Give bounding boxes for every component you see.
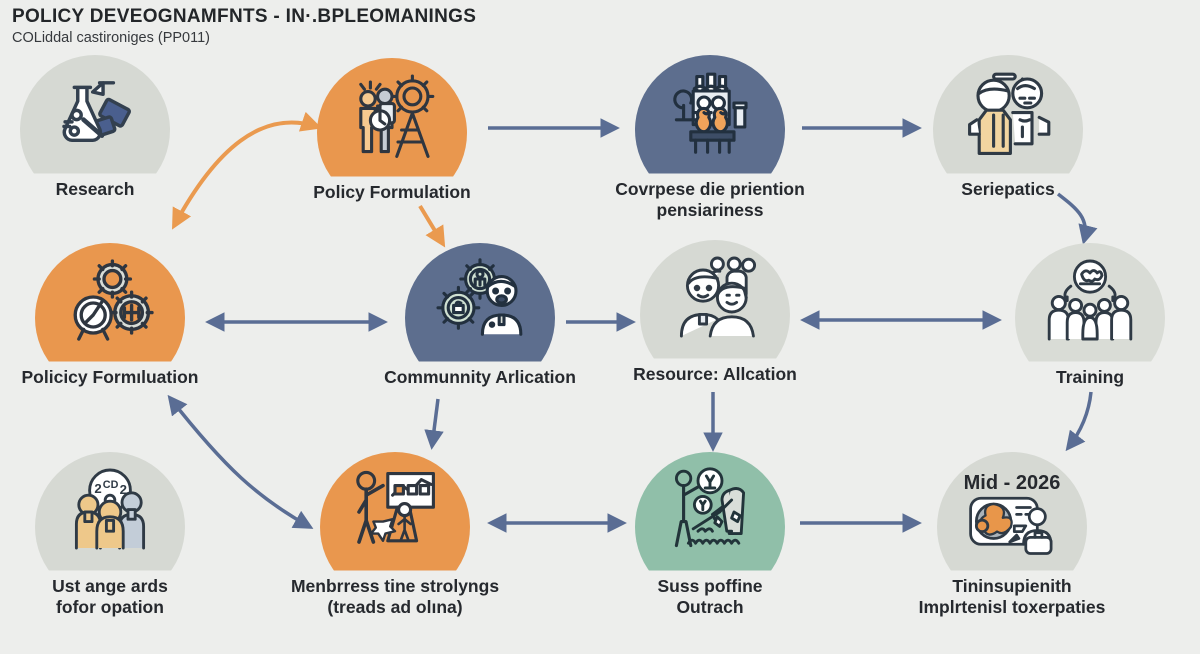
node-circle	[933, 55, 1083, 174]
node-circle	[635, 452, 785, 571]
node-research: Research	[20, 55, 170, 205]
node-tininsupienith: Mid - 2026 Tininsupienith	[919, 452, 1105, 617]
node-label: Policicy Formıluation	[21, 367, 199, 387]
factory-icon	[662, 67, 758, 163]
people-gear-tower-icon	[344, 70, 440, 166]
node-label: Ust ange ards fofor opation	[52, 576, 168, 617]
node-circle: Mid - 2026	[937, 452, 1087, 571]
node-label: Resource: Allcation	[633, 364, 797, 384]
node-circle	[405, 243, 555, 362]
page-subtitle: COLiddal castironiges (PP011)	[12, 30, 210, 46]
svg-text:2: 2	[94, 481, 101, 496]
node-label: Suss poffine Outrach	[657, 576, 763, 617]
svg-text:CD: CD	[103, 479, 119, 491]
node-covrpese: Covrpese die priention pensiariness	[615, 55, 805, 220]
gears-person-icon	[432, 255, 528, 351]
node-policicy-formulation: Policicy Formıluation	[22, 243, 198, 393]
node-circle	[320, 452, 470, 571]
idea-bubble-people-icon: 2 CD 2	[62, 464, 158, 560]
node-label: Tininsupienith Implrtenisl toxerpaties	[918, 576, 1106, 617]
milestone-badge: Mid - 2026	[963, 472, 1061, 494]
gears-gauge-icon	[62, 255, 158, 351]
node-communnity: Communnity Arlication	[384, 243, 576, 393]
node-circle: 2 CD 2	[35, 452, 185, 571]
node-label: Covrpese die priention pensiariness	[615, 179, 805, 220]
node-circle	[635, 55, 785, 174]
node-label: Policy Formulation	[313, 182, 471, 202]
node-training: Training	[1015, 243, 1165, 393]
whiteboard-presenter-icon	[347, 464, 443, 560]
node-ust-ange: 2 CD 2 Ust ange ards fofor opati	[35, 452, 185, 617]
people-group-icon	[667, 252, 763, 348]
page-title: POLICY DEVEOGNAMFNTS - IN·.BPLEOMANINGS	[12, 6, 477, 27]
globe-meeting-icon	[966, 491, 1058, 563]
node-policy-formulation: Policy Formulation	[313, 58, 471, 208]
node-seriepatics: Seriepatics	[933, 55, 1083, 205]
node-label: Menbrress tine strolyngs (treads ad olın…	[290, 576, 500, 617]
node-circle	[1015, 243, 1165, 362]
node-label: Research	[55, 179, 135, 199]
node-label: Communnity Arlication	[384, 367, 576, 387]
trainer-audience-icon	[1042, 255, 1138, 351]
node-circle	[317, 58, 467, 177]
node-resource-allcation: Resource: Allcation	[633, 240, 797, 390]
node-circle	[35, 243, 185, 362]
node-label: Seriepatics	[961, 179, 1055, 199]
two-people-talking-icon	[960, 67, 1056, 163]
research-flask-icon	[49, 69, 141, 161]
podium-speaker-icon	[662, 464, 758, 560]
node-label: Training	[1055, 367, 1125, 387]
node-circle	[640, 240, 790, 359]
node-circle	[20, 55, 170, 174]
svg-text:2: 2	[120, 482, 127, 497]
node-menbrress: Menbrress tine strolyngs (treads ad olın…	[291, 452, 499, 617]
node-suss-poffine: Suss poffine Outrach	[635, 452, 785, 617]
